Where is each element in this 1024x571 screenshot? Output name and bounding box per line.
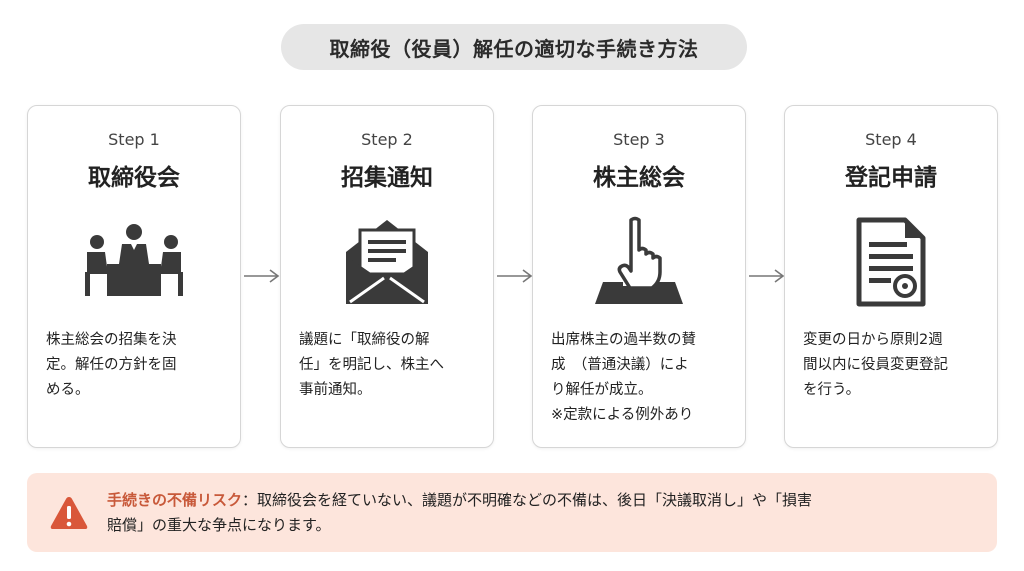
meeting-icon	[85, 224, 183, 296]
step-heading: 招集通知	[341, 165, 433, 191]
arrow-right-icon	[497, 269, 533, 283]
step-description: 出席株主の過半数の賛 成 （普通決議）によ り解任が成立。 ※定款による例外あり	[551, 332, 696, 423]
step-card-1: Step 1 取締役会 株主総会の招集を決 定。解任の方針を固 める。	[27, 105, 241, 448]
envelope-letter-icon	[346, 220, 428, 304]
risk-text-line1: ：取締役会を経ていない、議題が不明確などの不備は、後日「決議取消し」や「損害	[242, 491, 813, 509]
vote-hand-icon	[595, 216, 683, 304]
warning-icon	[50, 497, 88, 529]
step-description: 変更の日から原則2週 間以内に役員変更登記 を行う。	[803, 332, 948, 398]
step-number: Step 4	[865, 130, 917, 149]
arrow-right-icon	[749, 269, 785, 283]
page-title: 取締役（役員）解任の適切な手続き方法	[281, 24, 747, 70]
step-heading: 株主総会	[593, 165, 685, 191]
step-heading: 取締役会	[88, 165, 180, 191]
document-seal-icon	[856, 217, 926, 307]
step-description: 株主総会の招集を決 定。解任の方針を固 める。	[46, 332, 177, 398]
risk-text: 手続きの不備リスク：取締役会を経ていない、議題が不明確などの不備は、後日「決議取…	[107, 488, 973, 538]
risk-banner: 手続きの不備リスク：取締役会を経ていない、議題が不明確などの不備は、後日「決議取…	[27, 473, 997, 552]
step-number: Step 2	[361, 130, 413, 149]
step-card-3: Step 3 株主総会 出席株主の過半数の賛 成 （普通決議）によ り解任が成立…	[532, 105, 746, 448]
step-number: Step 3	[613, 130, 665, 149]
step-card-4: Step 4 登記申請 変更の日から原則2週 間以内に役員変更登記 を行う。	[784, 105, 998, 448]
step-card-2: Step 2 招集通知 議題に「取締役の解 任」を明記し、株主へ 事前通知。	[280, 105, 494, 448]
risk-text-line2: 賠償」の重大な争点になります。	[107, 516, 331, 534]
step-number: Step 1	[108, 130, 160, 149]
step-description: 議題に「取締役の解 任」を明記し、株主へ 事前通知。	[299, 332, 444, 398]
risk-label: 手続きの不備リスク	[107, 491, 243, 509]
arrow-right-icon	[244, 269, 280, 283]
step-heading: 登記申請	[845, 165, 937, 191]
